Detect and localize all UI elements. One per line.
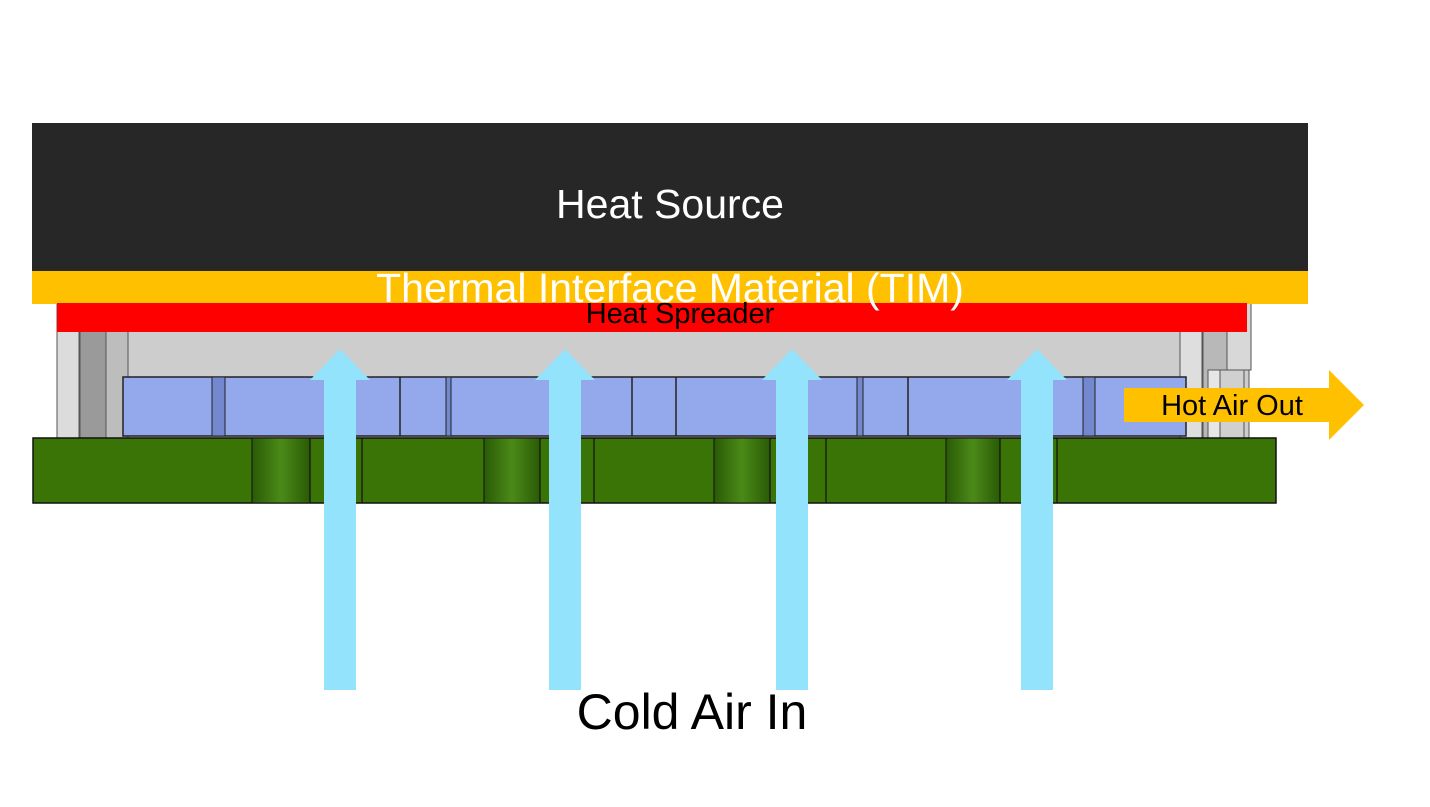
- heat-source-label: Heat Source: [556, 181, 784, 227]
- heat-source-block: [32, 123, 1308, 273]
- cold-air-arrow: [535, 349, 595, 690]
- cold-air-arrow: [1007, 349, 1067, 690]
- cold-air-arrows: [310, 349, 1067, 690]
- board-gap: [251, 437, 311, 504]
- fin-divider: [211, 376, 226, 437]
- hot-air-arrow: [1124, 370, 1364, 440]
- heatsink-fins: [122, 376, 1187, 437]
- heat-spreader-label: Heat Spreader: [586, 298, 775, 330]
- tim-layer: [32, 271, 1308, 304]
- tim-label: Thermal Interface Material (TIM): [376, 265, 964, 311]
- board-gap: [483, 437, 541, 504]
- base-board: [32, 437, 1277, 504]
- fin-divider: [445, 376, 452, 437]
- heat-spreader-layer: [57, 303, 1247, 332]
- fin-divider: [856, 376, 864, 437]
- board-gap: [713, 437, 771, 504]
- hot-air-out-label: Hot Air Out: [1161, 390, 1303, 422]
- board-gap: [945, 437, 1001, 504]
- board-body: [32, 437, 1277, 504]
- fin-divider: [1082, 376, 1096, 437]
- cold-air-in-label: Cold Air In: [577, 684, 808, 740]
- cold-air-arrow: [762, 349, 822, 690]
- fin-row: [122, 376, 1187, 437]
- cold-air-arrow: [310, 349, 370, 690]
